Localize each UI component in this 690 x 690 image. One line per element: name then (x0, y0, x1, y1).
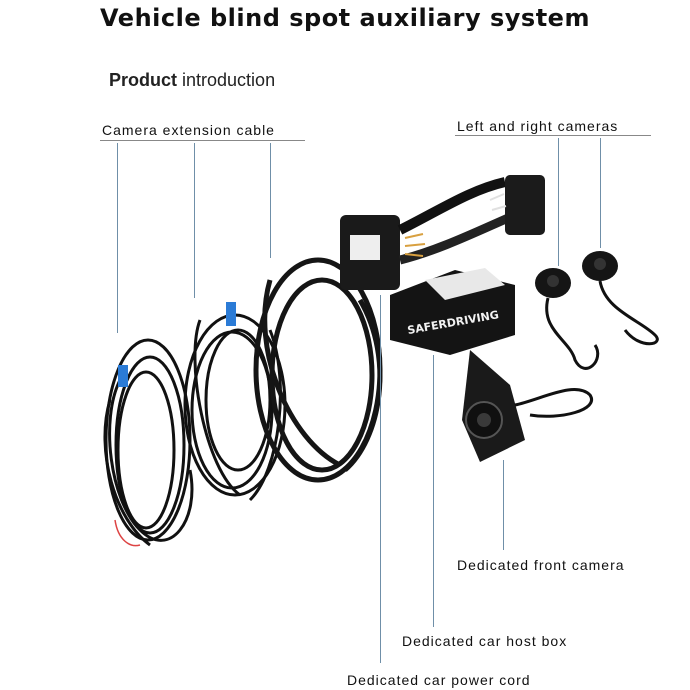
host-box: SAFERDRIVING (390, 268, 515, 355)
label-front-camera: Dedicated front camera (457, 557, 625, 573)
front-camera (462, 350, 594, 462)
extension-cable-2-connector (226, 302, 236, 326)
extension-cable-3 (253, 257, 383, 483)
extension-cable-2 (183, 313, 287, 502)
side-camera-right (582, 251, 659, 346)
label-left-right-cameras: Left and right cameras (457, 118, 619, 134)
leader-line (600, 138, 601, 248)
label-host-box: Dedicated car host box (402, 633, 568, 649)
label-camera-extension-cable: Camera extension cable (102, 122, 275, 138)
label-power-cord: Dedicated car power cord (347, 672, 531, 688)
leader-line (194, 143, 195, 298)
wiring-harness (340, 175, 545, 290)
side-camera-left (535, 268, 600, 370)
leader-line (503, 460, 504, 550)
leader-line (117, 143, 118, 333)
label-underline (100, 140, 305, 141)
page-title: Vehicle blind spot auxiliary system (100, 4, 590, 32)
label-underline (455, 135, 651, 136)
leader-line (433, 355, 434, 627)
section-heading: Product introduction (109, 70, 275, 91)
leader-line (558, 138, 559, 266)
intro-rest-text: introduction (177, 70, 276, 90)
extension-cable-1-connector (118, 365, 128, 387)
leader-line (270, 143, 271, 258)
leader-line (380, 295, 381, 663)
extension-cable-1 (103, 338, 194, 547)
intro-bold-text: Product (109, 70, 178, 90)
